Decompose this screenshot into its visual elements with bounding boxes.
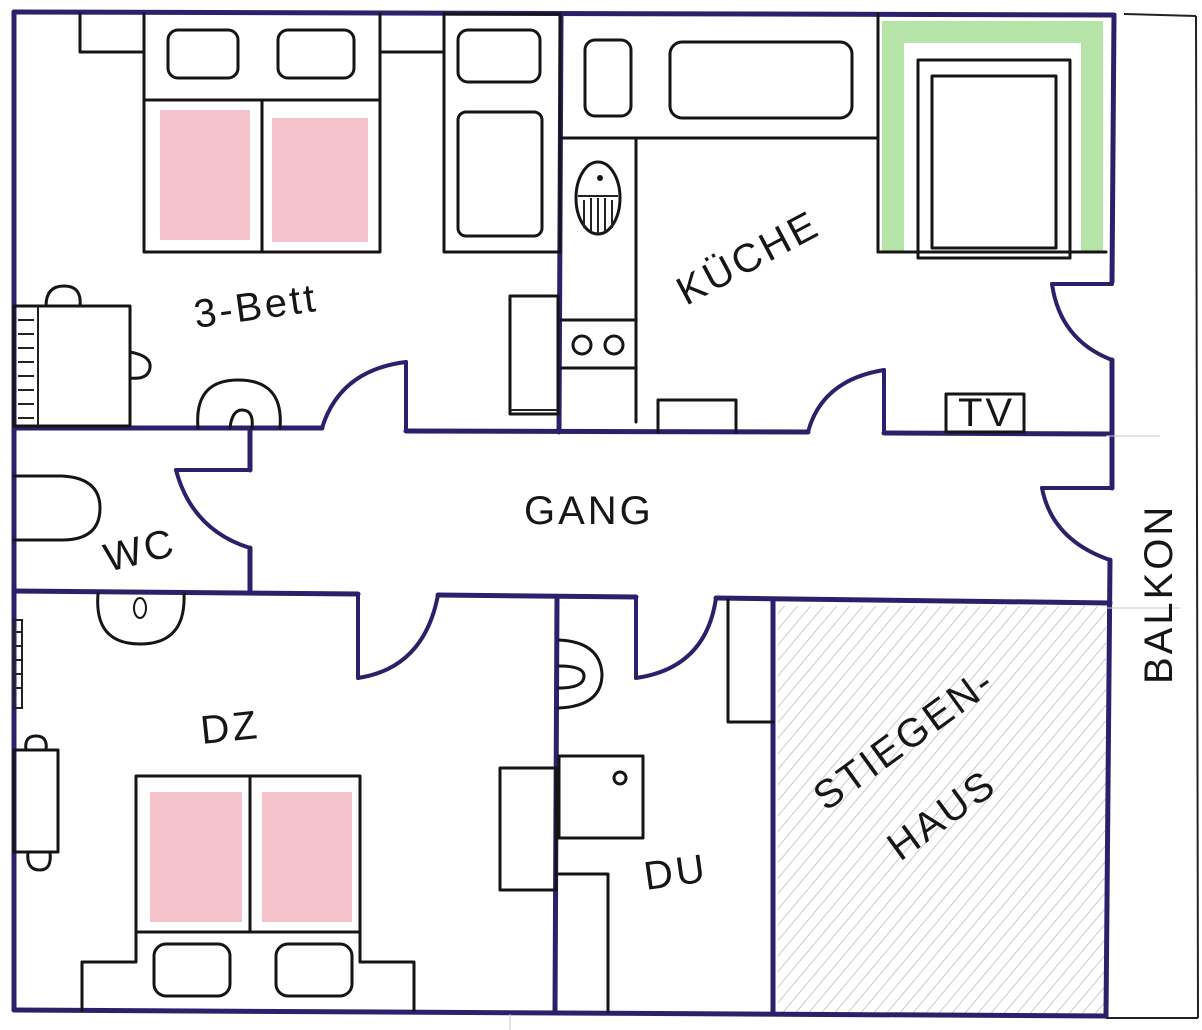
balcony-outline	[1106, 13, 1199, 1019]
wc-furniture	[12, 474, 186, 646]
label-double-room: DZ	[198, 703, 262, 753]
outer-walls	[11, 9, 1117, 1019]
label-tv: TV	[958, 391, 1015, 435]
kitchen-furniture	[559, 12, 1108, 434]
label-wc: WC	[100, 520, 181, 580]
double-room-furniture	[12, 619, 558, 1012]
balcony-planter	[882, 21, 1103, 252]
doors	[174, 282, 1114, 680]
three-bed-furniture	[12, 12, 562, 430]
label-kitchen: KÜCHE	[670, 202, 828, 314]
label-hallway: GANG	[524, 489, 654, 533]
staircase-hatch	[778, 606, 1106, 1016]
shower-furniture	[557, 598, 775, 1014]
label-balcony: BALKON	[1137, 504, 1181, 684]
label-3-bett: 3-Bett	[191, 276, 321, 337]
label-shower: DU	[641, 846, 710, 898]
